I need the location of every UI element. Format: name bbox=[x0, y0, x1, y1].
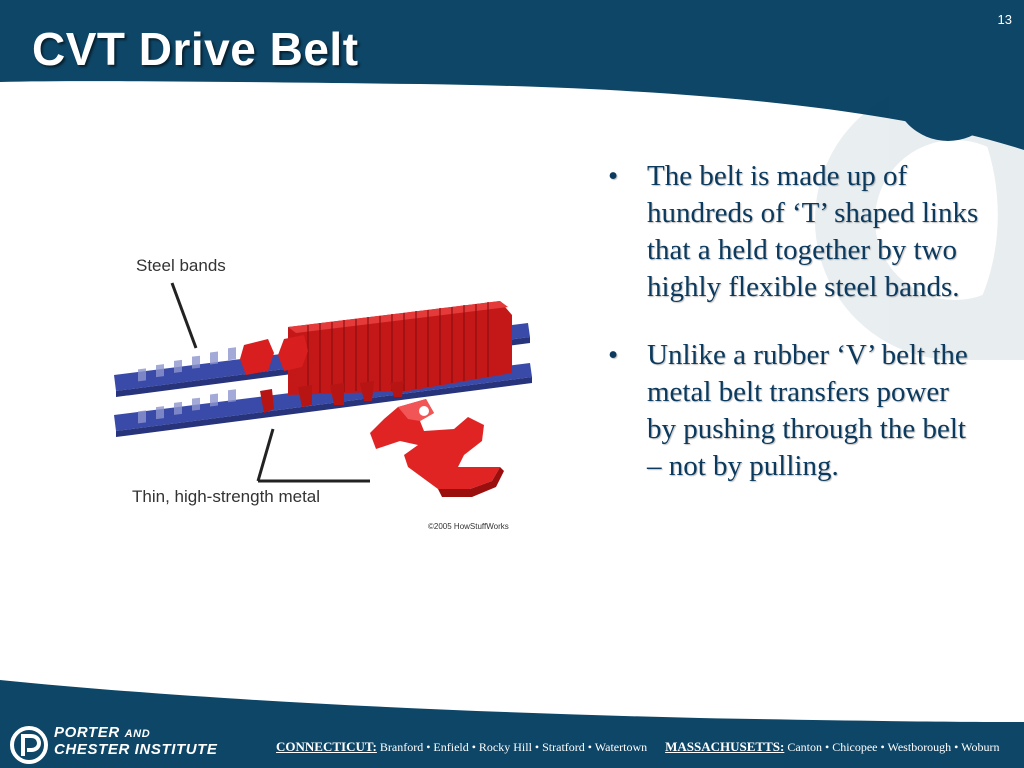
steel-bands-pointer bbox=[170, 282, 198, 349]
bullet-marker: • bbox=[608, 339, 619, 371]
institute-logo-icon bbox=[10, 726, 48, 764]
campus-locations: CONNECTICUT: Branford • Enfield • Rocky … bbox=[276, 739, 1000, 755]
institute-name: PORTER AND CHESTER INSTITUTE bbox=[54, 725, 218, 758]
header-circle-icon bbox=[892, 29, 1004, 141]
brand-line-2: CHESTER INSTITUTE bbox=[54, 741, 218, 758]
bullet-list: • The belt is made up of hundreds of ‘T’… bbox=[604, 158, 984, 516]
image-credit: ©2005 HowStuffWorks bbox=[428, 522, 509, 531]
belt-illustration: Steel bands bbox=[108, 205, 548, 545]
footer: PORTER AND CHESTER INSTITUTE CONNECTICUT… bbox=[0, 724, 1024, 768]
brand-line-1: PORTER bbox=[54, 724, 120, 741]
bullet-text: Unlike a rubber ‘V’ belt the metal belt … bbox=[647, 339, 968, 482]
massachusetts-label: MASSACHUSETTS: bbox=[665, 739, 785, 754]
single-t-link bbox=[370, 399, 504, 497]
connecticut-label: CONNECTICUT: bbox=[276, 739, 377, 754]
t-link-stack bbox=[240, 301, 512, 413]
bullet-marker: • bbox=[608, 160, 619, 192]
bullet-item: • The belt is made up of hundreds of ‘T’… bbox=[604, 158, 984, 306]
bullet-text: The belt is made up of hundreds of ‘T’ s… bbox=[647, 160, 979, 303]
massachusetts-towns: Canton • Chicopee • Westborough • Woburn bbox=[787, 740, 1000, 754]
slide-title: CVT Drive Belt bbox=[32, 23, 359, 75]
metal-pointer bbox=[256, 428, 275, 482]
brand-and: AND bbox=[124, 728, 151, 740]
slide-number: 13 bbox=[997, 12, 1012, 27]
metal-links-label: Thin, high-strength metal bbox=[132, 487, 320, 506]
bullet-item: • Unlike a rubber ‘V’ belt the metal bel… bbox=[604, 337, 984, 485]
steel-bands-label: Steel bands bbox=[136, 256, 226, 275]
connecticut-towns: Branford • Enfield • Rocky Hill • Stratf… bbox=[379, 740, 648, 754]
